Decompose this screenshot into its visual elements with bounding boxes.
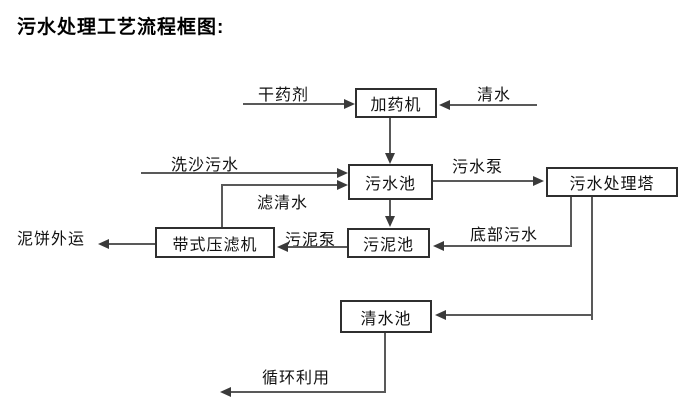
arrowhead-mud-cake-icon [98,239,109,249]
label-filtered-water: 滤清水 [257,195,309,212]
node-sludge-pool: 污泥池 [347,228,430,258]
node-sewage-pool: 污水池 [348,164,433,200]
label-clean-water: 清水 [477,87,512,104]
label-bottom-sewage: 底部污水 [470,227,539,244]
connector-filtered-water-line [221,184,337,186]
arrowhead-tower-to-clean-icon [435,310,446,320]
connector-sewage-to-sludge-line [389,200,391,217]
connector-dry-agent-line [243,103,344,105]
node-dosing-machine-label: 加药机 [370,97,422,114]
connector-tower-to-clean-line [446,314,593,316]
arrowhead-clean-water-icon [439,100,450,110]
connector-bottom-sewage-line [444,245,572,247]
connector-recycle-line [231,391,386,393]
label-sand-washing-sewage: 洗沙污水 [171,157,240,174]
connector-mud-cake-line [109,243,155,245]
label-dry-agent: 干药剂 [258,87,310,104]
node-belt-filter-press-label: 带式压滤机 [172,236,258,254]
connector-sewage-pump-line [433,180,533,182]
diagram-title: 污水处理工艺流程框图: [17,17,225,38]
connector-recycle-vline [384,333,386,393]
arrowhead-sand-sewage-icon [337,168,348,178]
arrowhead-dry-agent-icon [344,99,355,109]
arrowhead-recycle-icon [220,387,231,397]
label-sludge-pump: 污泥泵 [285,232,337,249]
connector-sludge-pump-line [288,246,347,248]
arrowhead-sewage-pump-icon [533,176,544,186]
node-belt-filter-press: 带式压滤机 [155,227,275,258]
node-clean-water-pool: 清水池 [340,300,432,333]
label-recycle-use: 循环利用 [262,370,331,387]
connector-dosing-to-sewage-line [389,118,391,154]
arrowhead-sludge-pump-icon [277,242,288,252]
connector-clean-water-line [450,104,537,106]
node-clean-water-pool-label: 清水池 [360,310,412,328]
node-dosing-machine: 加药机 [355,88,437,118]
connector-bottom-sewage-vline [570,197,572,247]
connector-sand-sewage-line [141,172,337,174]
connector-tower-to-clean-vline [591,197,593,320]
arrowhead-bottom-sewage-icon [433,241,444,251]
node-sewage-pool-label: 污水池 [364,176,416,193]
arrowhead-filtered-water-icon [337,180,348,190]
connector-filtered-water-vline [221,184,223,227]
node-sludge-pool-label: 污泥池 [362,237,414,254]
arrowhead-dosing-to-sewage-icon [385,153,395,164]
node-treatment-tower: 污水处理塔 [546,167,678,197]
label-sewage-pump: 污水泵 [452,159,504,176]
node-treatment-tower-label: 污水处理塔 [569,176,655,193]
arrowhead-sewage-to-sludge-icon [385,216,395,227]
label-mud-cake-out: 泥饼外运 [17,231,86,248]
